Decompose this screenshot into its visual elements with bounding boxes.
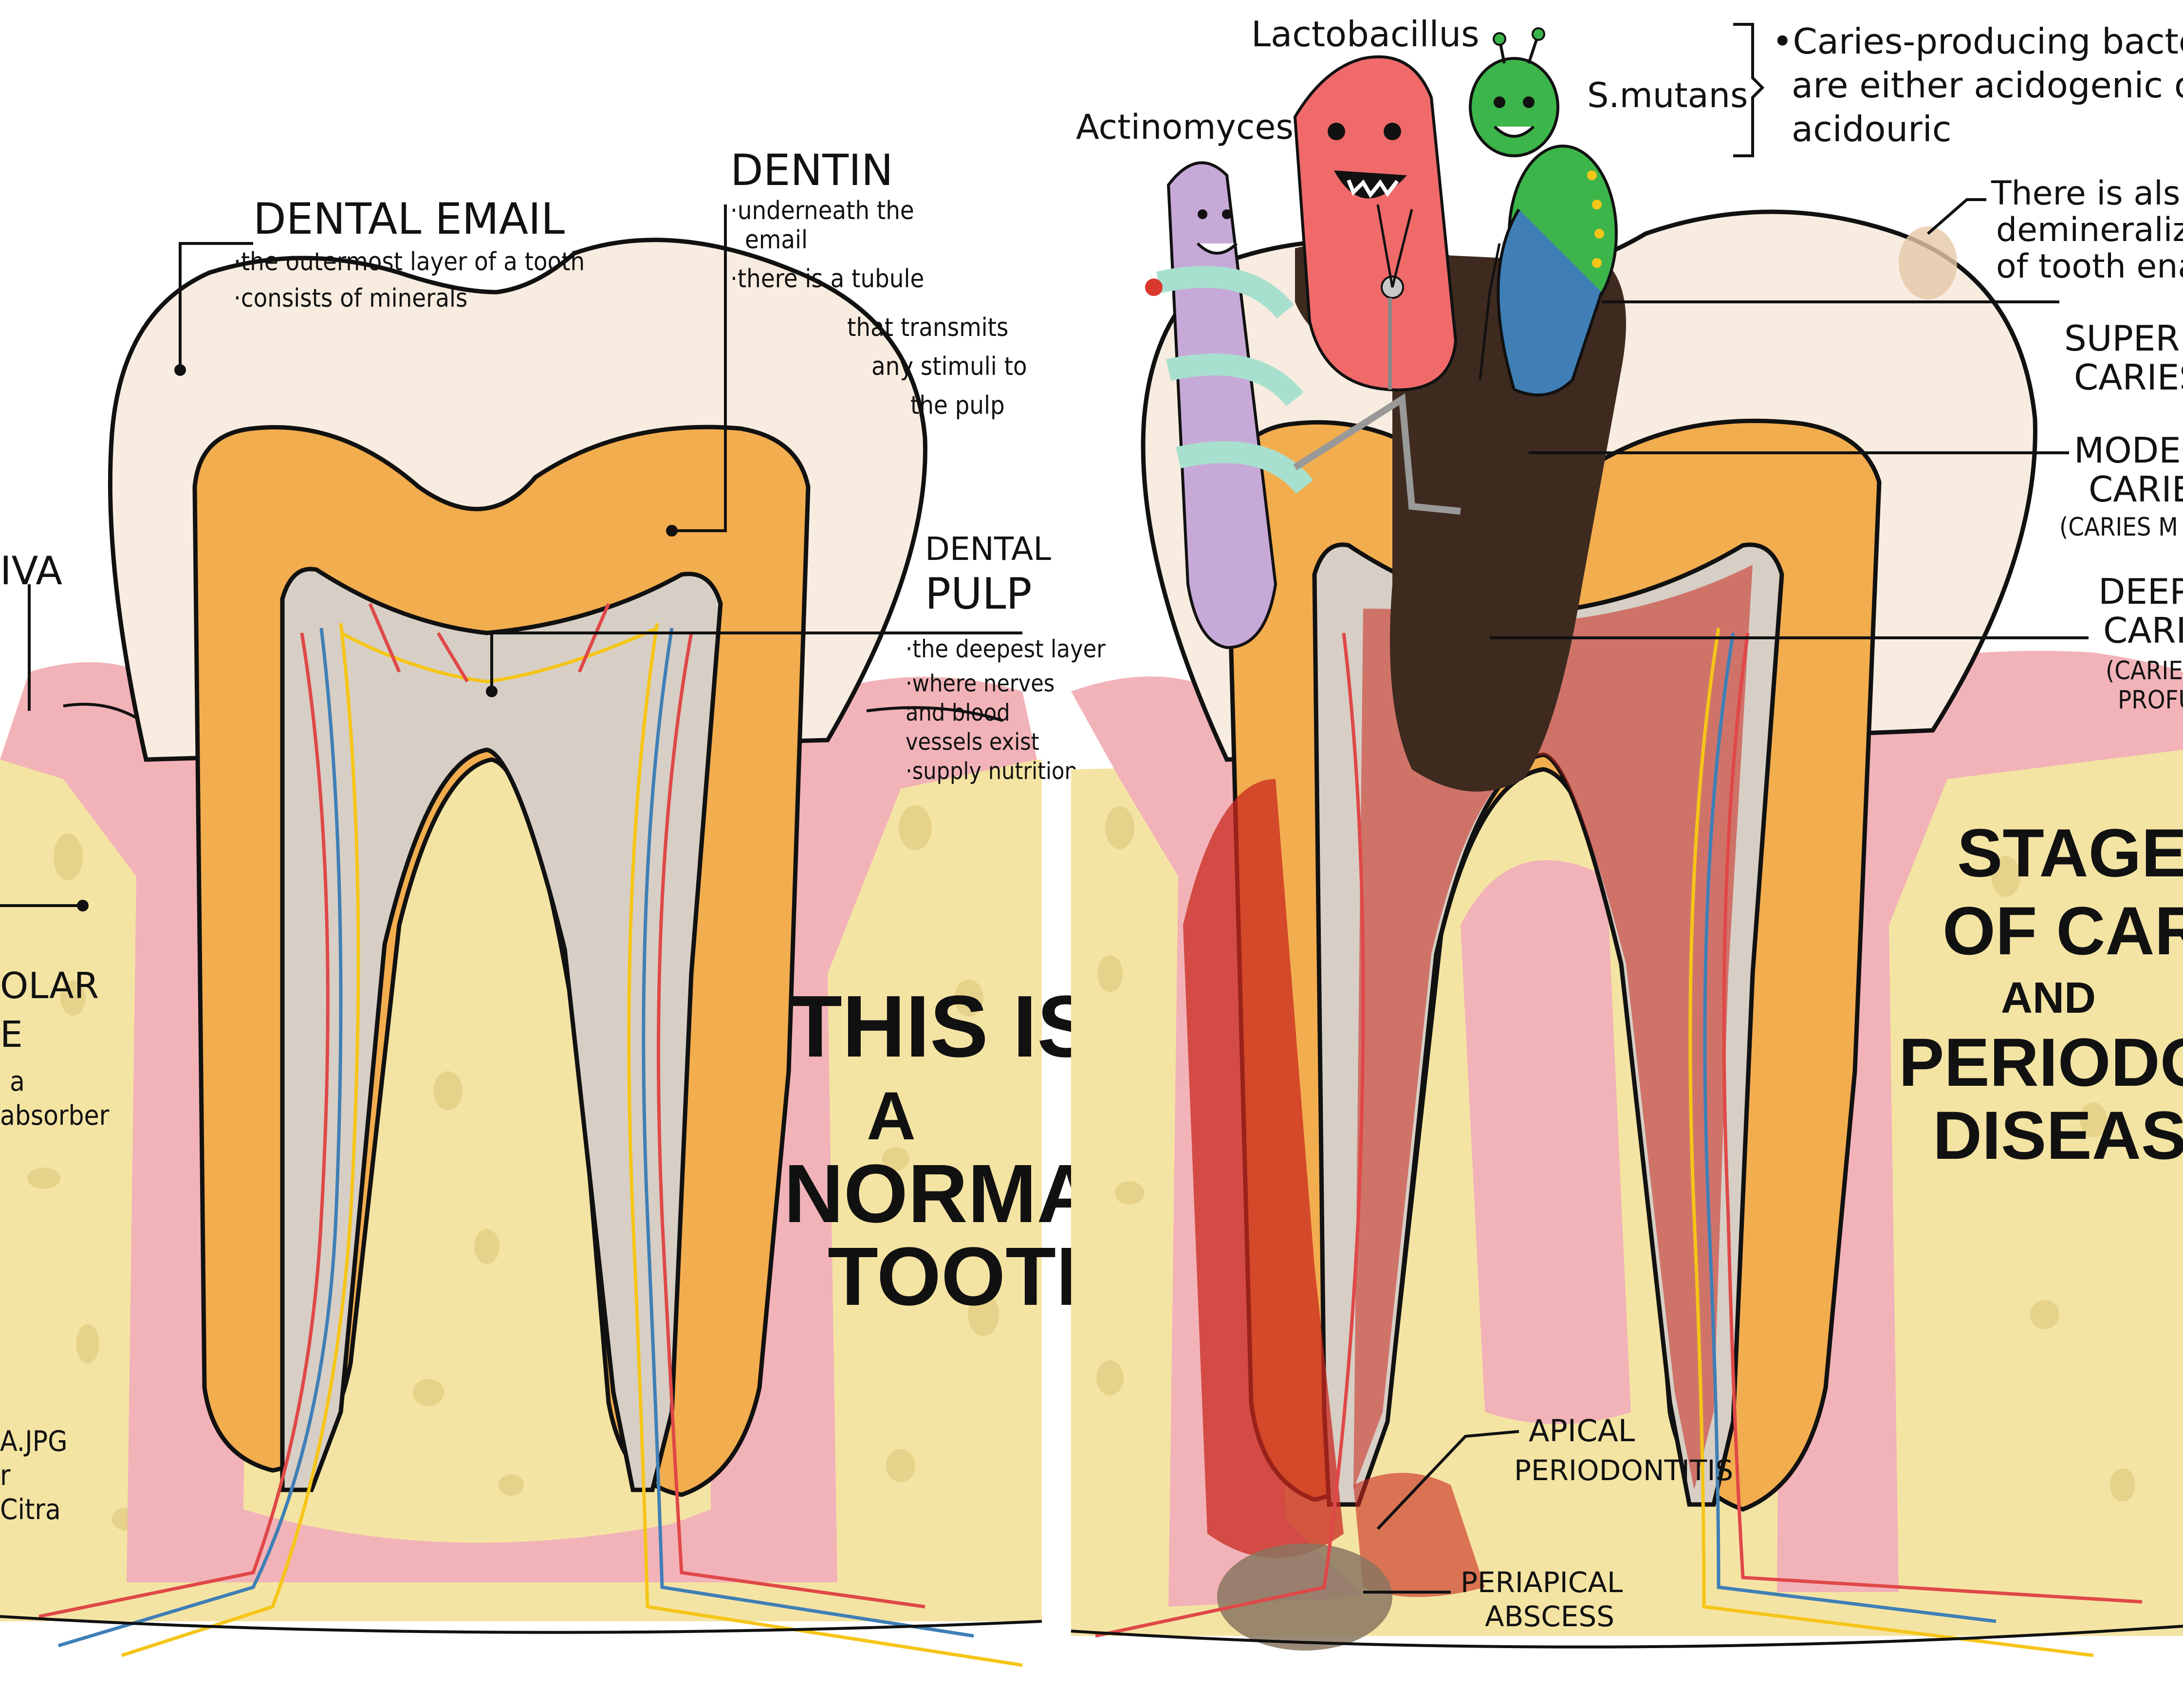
dentin-line-2: email bbox=[745, 225, 808, 255]
deep-caries-4: PROFU bbox=[2118, 686, 2183, 715]
root-inflammation bbox=[1183, 779, 1344, 1558]
apical-inflammation bbox=[1353, 1473, 1485, 1597]
credit-line-2: r bbox=[0, 1459, 11, 1492]
pulp-title-1: DENTAL bbox=[925, 530, 1051, 568]
left-pulp bbox=[280, 567, 723, 1492]
superficial-caries-1: SUPERFIC bbox=[2064, 318, 2183, 359]
periapical-abscess-1: PERIAPICAL bbox=[1461, 1566, 1623, 1599]
right-gingiva-inner bbox=[1461, 860, 1631, 1424]
pulp-line-1: ·the deepest layer bbox=[906, 635, 1106, 663]
alveolar-label-2: E bbox=[0, 1014, 23, 1056]
apical-periodontitis-2: PERIODONTITIS bbox=[1514, 1454, 1733, 1487]
alveolar-label-3: a bbox=[10, 1066, 25, 1097]
pulp-inflammation bbox=[1353, 565, 1753, 1490]
enamel-bullet-1: ·the outermost layer of a tooth bbox=[234, 247, 585, 277]
alveolar-label-1: OLAR bbox=[0, 965, 99, 1007]
gingiva-label: IVA bbox=[0, 548, 62, 594]
dentin-line-4: that transmits bbox=[847, 313, 1008, 342]
s-mutans-character bbox=[1469, 27, 1618, 397]
periapical-abscess-2: ABSCESS bbox=[1485, 1600, 1614, 1633]
credit-line-3: Citra bbox=[0, 1493, 61, 1526]
alveolar-label-4: absorber bbox=[0, 1100, 110, 1132]
pulp-line-4: vessels exist bbox=[906, 728, 1039, 756]
dentin-line-1: ·underneath the bbox=[730, 196, 914, 225]
demineralization-line-3: of tooth ena bbox=[1996, 247, 2183, 286]
dentin-title: DENTIN bbox=[730, 145, 893, 195]
demineralization-line-1: There is als bbox=[1991, 174, 2180, 213]
moderate-caries-1: MODER bbox=[2074, 430, 2183, 471]
deep-caries-3: (CARIE bbox=[2106, 656, 2183, 686]
enamel-title: DENTAL EMAIL bbox=[253, 194, 565, 244]
pulp-line-2: ·where nerves bbox=[906, 670, 1054, 697]
left-bone-texture bbox=[27, 805, 999, 1531]
actinomyces-character bbox=[1145, 161, 1461, 650]
actinomyces-label: Actinomyces bbox=[1076, 107, 1294, 147]
normal-tooth-title-2: A bbox=[867, 1077, 916, 1154]
pulp-line-3: and blood bbox=[906, 699, 1010, 726]
bacteria-note-3: acidouric bbox=[1792, 109, 1951, 149]
right-nerves-vessels bbox=[1095, 628, 2143, 1657]
stages-title-1: STAGES bbox=[1957, 815, 2183, 891]
dentin-line-3: ·there is a tubule bbox=[730, 264, 924, 294]
bacteria-note-1: •Caries-producing bacteri bbox=[1772, 21, 2183, 62]
s-mutans-label: S.mutans bbox=[1587, 75, 1748, 115]
lactobacillus-character bbox=[1293, 55, 1458, 391]
lactobacillus-label: Lactobacillus bbox=[1251, 14, 1480, 55]
enamel-bullet-2: ·consists of minerals bbox=[234, 284, 467, 313]
caries-tooth-panel: Lactobacillus Actinomyces S.mutans •Cari… bbox=[1071, 14, 2183, 1657]
demineralized-spot bbox=[1899, 226, 1957, 299]
deep-caries-2: CARIE bbox=[2103, 610, 2183, 651]
normal-tooth-title-4: TOOTH bbox=[828, 1230, 1116, 1323]
stages-title-5: DISEASE bbox=[1933, 1097, 2183, 1173]
left-nerves-vessels bbox=[38, 603, 1023, 1667]
periapical-abscess bbox=[1217, 1543, 1392, 1651]
moderate-caries-2: CARIE bbox=[2089, 469, 2183, 510]
pulp-line-5: ·supply nutrition bbox=[906, 758, 1078, 785]
demineralization-line-2: demineraliza bbox=[1996, 211, 2183, 249]
deep-caries-1: DEEP bbox=[2098, 571, 2183, 612]
stages-title-2: OF CARIES bbox=[1942, 892, 2183, 969]
stages-title-3: AND bbox=[2001, 974, 2096, 1022]
dentin-line-5: any stimuli to bbox=[871, 352, 1027, 381]
credit-line-1: A.JPG bbox=[0, 1425, 68, 1458]
right-gingiva-2 bbox=[1777, 650, 2183, 1592]
apical-periodontitis-1: APICAL bbox=[1529, 1413, 1635, 1448]
dentin-line-6: the pulp bbox=[910, 391, 1005, 420]
pulp-title-2: PULP bbox=[925, 569, 1032, 619]
superficial-caries-2: CARIES bbox=[2074, 357, 2183, 398]
normal-tooth-panel: DENTAL EMAIL ·the outermost layer of a t… bbox=[0, 145, 1147, 1667]
moderate-caries-3: (CARIES M bbox=[2059, 513, 2178, 542]
stages-title-4: PERIODONTI bbox=[1899, 1024, 2183, 1100]
normal-tooth-title-1: THIS IS bbox=[789, 978, 1095, 1076]
bacteria-note-2: are either acidogenic or bbox=[1792, 65, 2183, 106]
